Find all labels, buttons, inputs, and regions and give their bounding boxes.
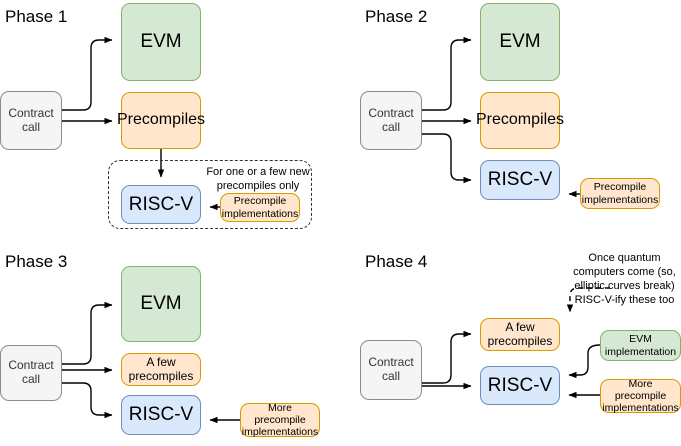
p4-afew-line1: A few <box>505 319 535 334</box>
p3-node-evm[interactable]: EVM <box>121 266 201 342</box>
p1-dashed-group <box>108 160 312 229</box>
p2-node-riscv[interactable]: RISC-V <box>480 160 560 200</box>
p1-contract-call-line1: Contract <box>8 105 54 120</box>
p4-contract-call-line1: Contract <box>368 355 414 370</box>
p2-edge-contract-to-evm <box>422 36 472 111</box>
p2-contract-call-line1: Contract <box>368 105 414 120</box>
p2-contract-call-line2: call <box>381 119 400 134</box>
p4-node-more-precompile-implementations[interactable]: More precompile implementations <box>600 377 681 415</box>
p2-riscv-label: RISC-V <box>487 169 553 191</box>
p1-note-line1: For one or a few new <box>206 166 310 178</box>
p4-note-line3: elliptic curves break) <box>574 280 675 293</box>
p1-node-contract-call[interactable]: Contract call <box>0 91 62 150</box>
p2-evm-label: EVM <box>499 31 541 53</box>
p4-impl-line2: implementations <box>602 402 679 415</box>
phase-4-title: Phase 4 <box>365 252 428 271</box>
p4-evmimpl-line1: EVM <box>629 333 652 346</box>
p4-afew-line2: precompiles <box>487 333 553 348</box>
p4-edge-evmimpl-to-riscv <box>568 344 601 379</box>
p1-impl-line1: Precompile <box>233 195 287 208</box>
p4-node-riscv[interactable]: RISC-V <box>480 366 560 405</box>
p3-impl-line2: implementations <box>241 426 319 439</box>
p3-node-a-few-precompiles[interactable]: A few precompiles <box>121 353 201 386</box>
p1-edge-contract-to-evm <box>62 36 113 111</box>
phase-3-title: Phase 3 <box>5 252 68 271</box>
p2-node-precompiles[interactable]: Precompiles <box>476 92 564 149</box>
p1-note-line2: precompiles only <box>216 180 300 193</box>
p1-evm-label: EVM <box>140 31 182 53</box>
p4-node-a-few-precompiles[interactable]: A few precompiles <box>480 318 560 351</box>
p4-edge-contract-to-afew <box>422 330 472 384</box>
p1-contract-call-line2: call <box>21 119 40 134</box>
p4-node-evm-implementation[interactable]: EVM implementation <box>600 330 681 361</box>
p2-edge-contract-to-riscv <box>422 133 472 184</box>
p3-evm-label: EVM <box>140 293 182 315</box>
p4-node-contract-call[interactable]: Contract call <box>360 340 422 400</box>
p1-node-precompile-implementations[interactable]: Precompile implementations <box>220 193 300 222</box>
p4-contract-call-line2: call <box>381 369 400 383</box>
p1-node-evm[interactable]: EVM <box>121 3 201 81</box>
p2-node-contract-call[interactable]: Contract call <box>360 91 422 150</box>
p3-afew-line1: A few <box>146 354 176 369</box>
p1-riscv-label: RISC-V <box>128 193 194 215</box>
p3-node-riscv[interactable]: RISC-V <box>121 395 201 435</box>
p2-precompiles-label: Precompiles <box>475 111 565 129</box>
p3-afew-line2: precompiles <box>128 368 194 383</box>
p2-node-precompile-implementations[interactable]: Precompile implementations <box>580 178 660 209</box>
p2-node-evm[interactable]: EVM <box>480 3 560 81</box>
p4-evmimpl-line2: implementation <box>604 345 677 358</box>
p4-impl-line1: More precompile <box>614 377 667 402</box>
p4-note-line2: computers come (so, <box>573 266 676 279</box>
p3-node-more-precompile-implementations[interactable]: More precompile implementations <box>240 401 320 439</box>
p2-impl-line2: implementations <box>581 193 659 206</box>
p1-node-precompiles[interactable]: Precompiles <box>117 92 205 149</box>
p1-node-riscv[interactable]: RISC-V <box>121 185 201 224</box>
phase-1-title: Phase 1 <box>5 7 68 26</box>
p3-edge-contract-to-riscv <box>62 382 113 419</box>
p1-impl-line2: implementations <box>221 207 299 220</box>
p3-edge-contract-to-evm <box>62 301 113 365</box>
p4-note-line4: RISC-V-ify these too <box>574 294 675 307</box>
p4-note-line1: Once quantum <box>588 252 661 264</box>
p4-annotation: Once quantum computers come (so, ellipti… <box>568 251 681 307</box>
p2-impl-line1: Precompile <box>593 181 647 194</box>
p3-impl-line1: More precompile <box>254 401 306 426</box>
p1-annotation: For one or a few new precompiles only <box>199 165 317 193</box>
p3-contract-call-line1: Contract <box>8 358 54 373</box>
p3-riscv-label: RISC-V <box>128 404 194 426</box>
p3-node-contract-call[interactable]: Contract call <box>0 345 62 401</box>
p4-riscv-label: RISC-V <box>487 374 553 396</box>
p1-precompiles-label: Precompiles <box>116 111 206 129</box>
p3-contract-call-line2: call <box>21 372 40 386</box>
phase-2-title: Phase 2 <box>365 7 428 26</box>
